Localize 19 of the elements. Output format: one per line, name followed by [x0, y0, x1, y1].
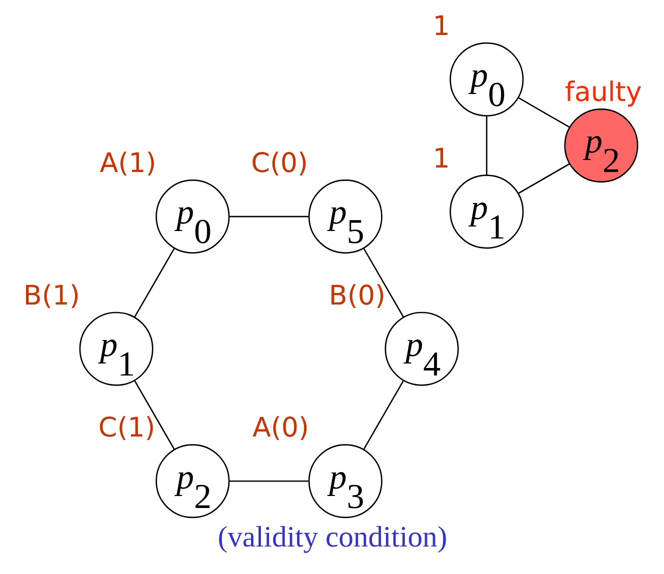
connector [228, 216, 308, 218]
node-label: A(0) [252, 412, 309, 444]
node-label: B(1) [22, 280, 80, 312]
node-label: 1 [432, 10, 450, 42]
connector [362, 248, 404, 318]
connector [518, 97, 570, 128]
caption: (validity condition) [217, 522, 447, 554]
node-label: faulty [564, 77, 642, 108]
connector [134, 248, 174, 318]
connector [134, 380, 174, 450]
node-label: 1 [432, 143, 450, 174]
node-label: C(1) [98, 412, 155, 444]
node-label: C(0) [250, 148, 308, 180]
node-label: A(1) [99, 148, 156, 180]
connector [228, 480, 308, 482]
node-label: B(0) [328, 280, 385, 312]
connector [518, 163, 570, 194]
connector [362, 380, 404, 450]
connector [485, 116, 487, 176]
